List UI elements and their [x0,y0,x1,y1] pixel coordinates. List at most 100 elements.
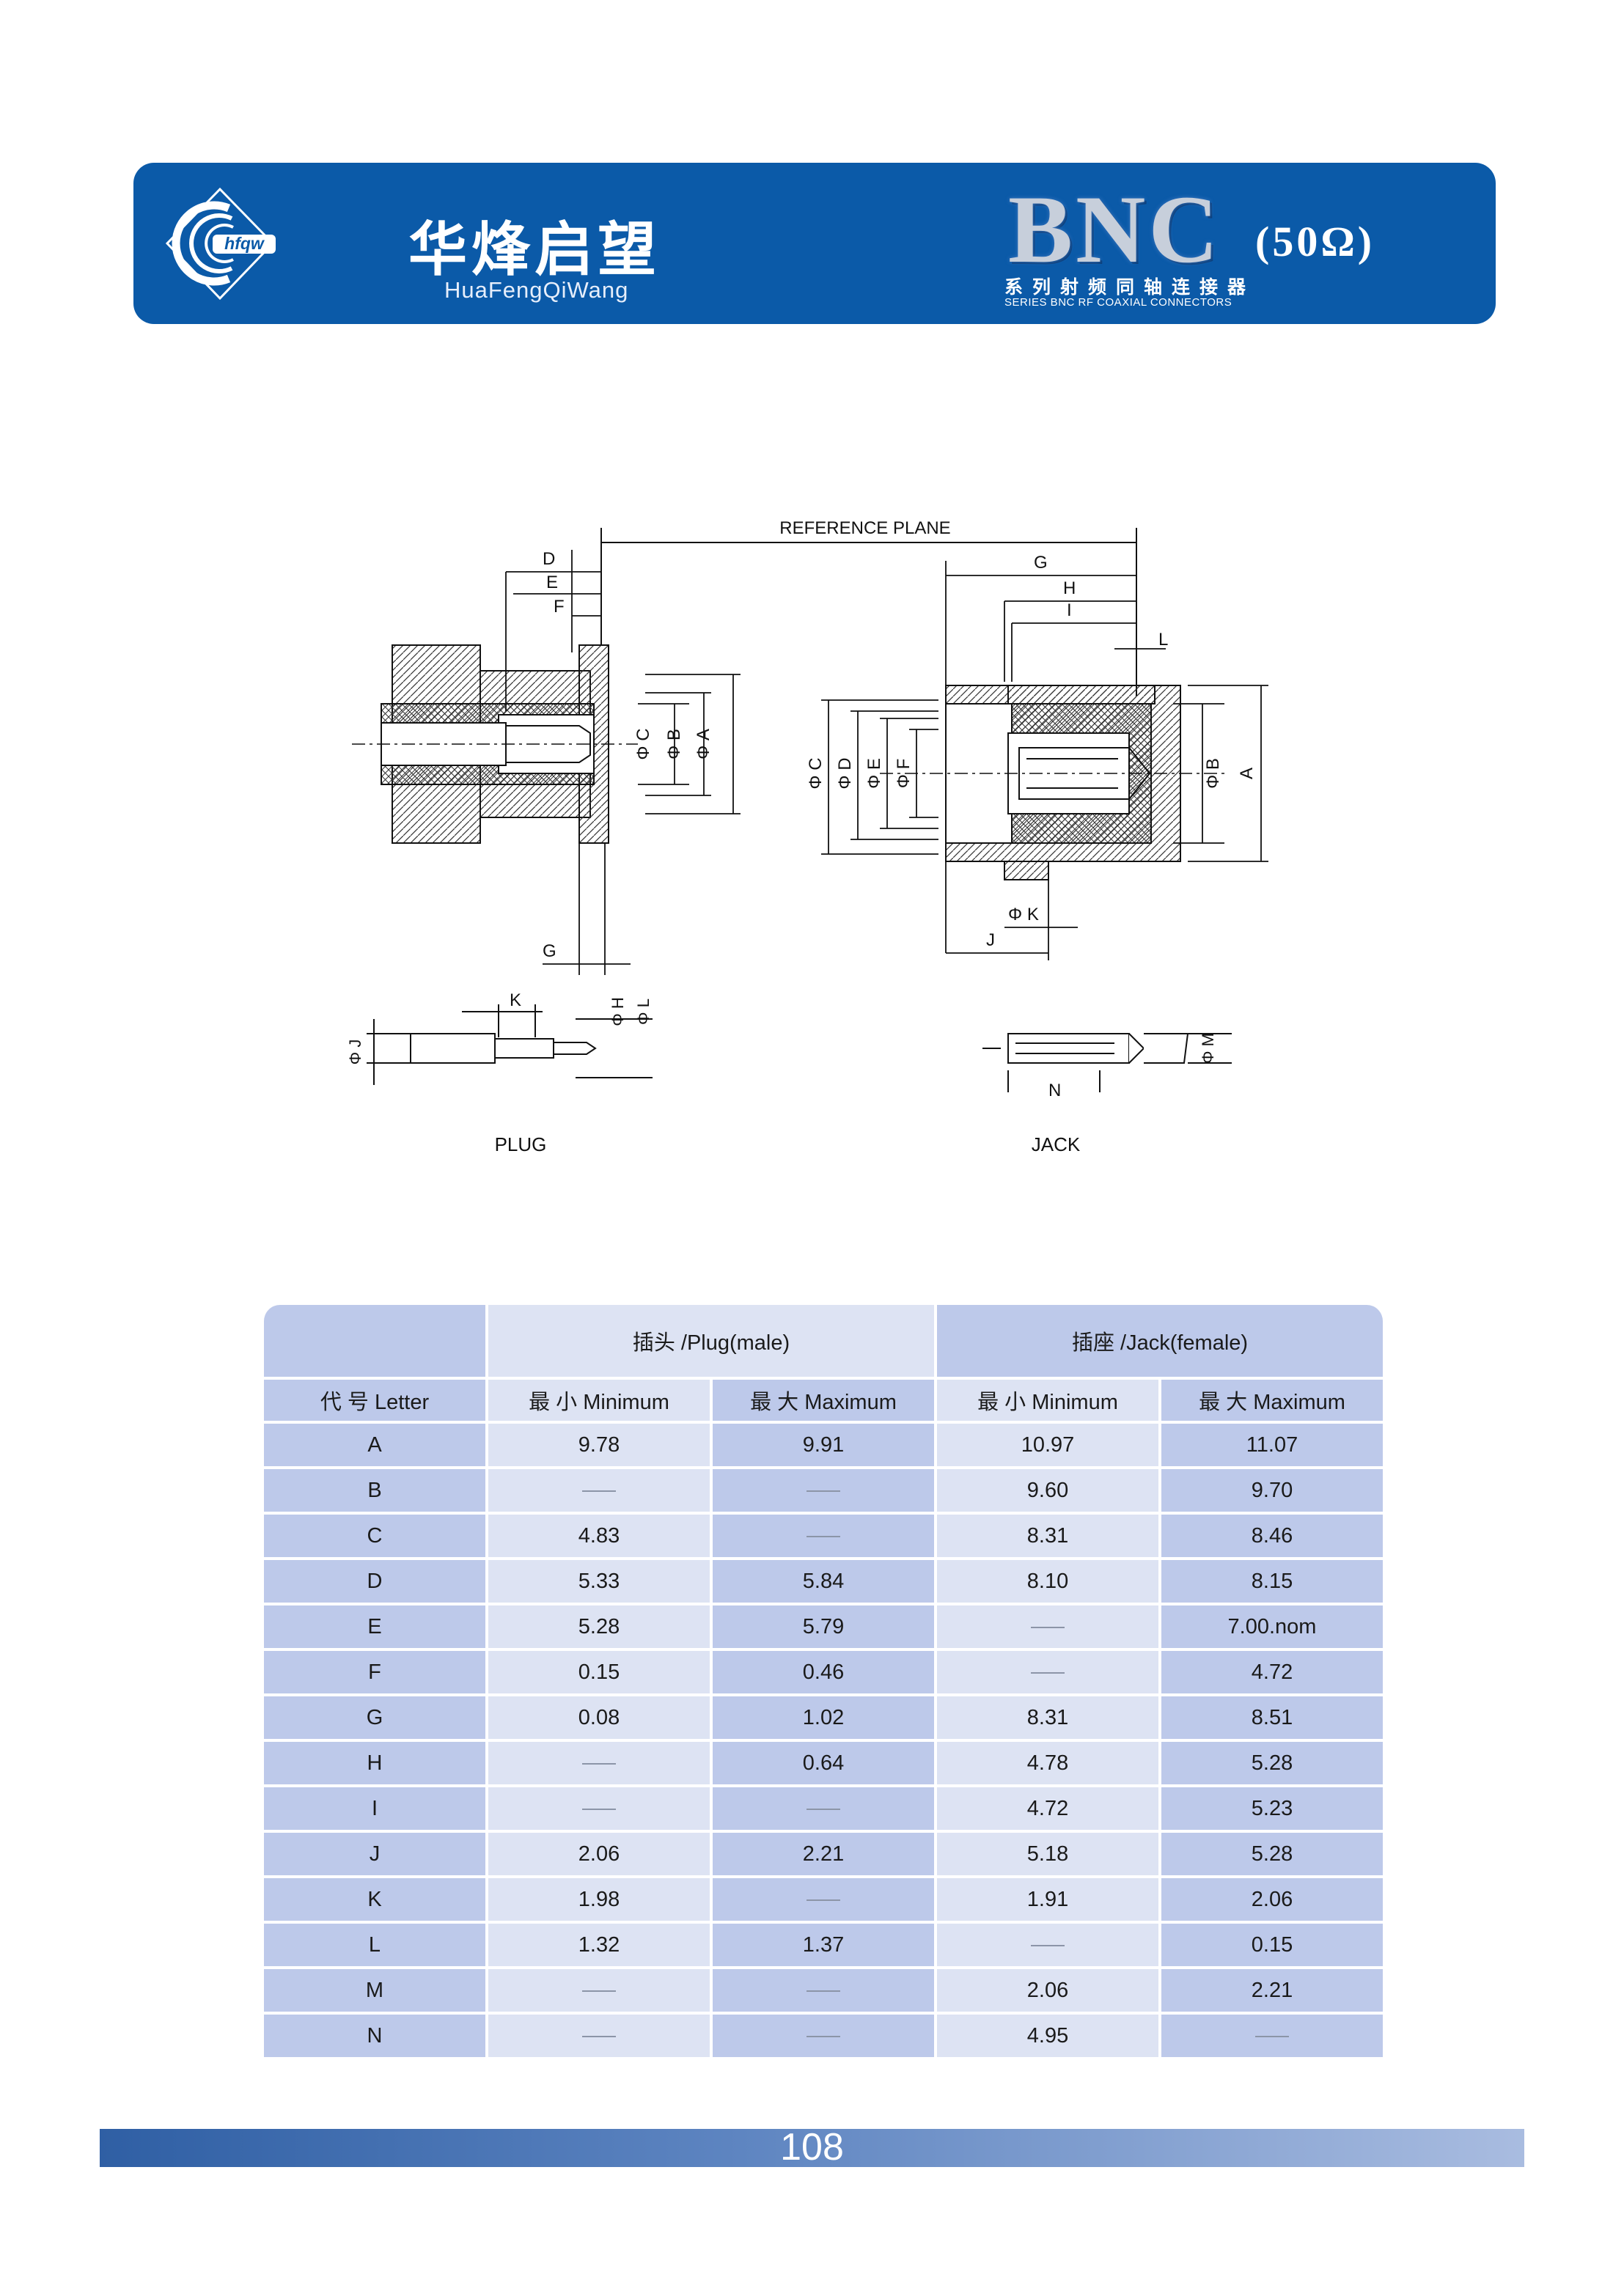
plug-pin-dim-phi-h: Φ H [609,997,627,1026]
plug-max-cell [713,1878,934,1921]
table-corner-cell [264,1305,485,1377]
jack-max-cell: 2.21 [1161,1969,1384,2012]
jack-max-cell: 5.23 [1161,1787,1384,1830]
plug-header: 插头 /Plug(male) [488,1305,934,1377]
plug-min-cell [488,1969,710,2012]
plug-min-cell [488,1787,710,1830]
letter-cell: C [264,1515,485,1557]
plug-max-cell: 2.21 [713,1833,934,1875]
jack-max-header: 最 大 Maximum [1161,1380,1384,1421]
jack-caption: JACK [1032,1133,1081,1155]
plug-caption: PLUG [495,1133,547,1155]
plug-dim-f: F [554,597,565,617]
jack-min-cell: 8.31 [937,1696,1158,1739]
letter-cell: K [264,1878,485,1921]
jack-max-cell [1161,2015,1384,2057]
plug-min-cell: 5.33 [488,1560,710,1603]
jack-max-cell: 7.00.nom [1161,1605,1384,1648]
plug-max-cell [713,1469,934,1512]
jack-min-cell [937,1924,1158,1966]
jack-dim-a: A [1237,768,1257,779]
empty-value-dash [582,1990,616,1992]
empty-value-dash [1031,1944,1065,1946]
jack-min-cell: 8.31 [937,1515,1158,1557]
footer-bar [100,2129,1524,2167]
table-subheader-row: 代 号 Letter 最 小 Minimum 最 大 Maximum 最 小 M… [264,1380,1384,1421]
jack-body [945,685,1181,880]
jack-min-header: 最 小 Minimum [937,1380,1158,1421]
jack-socket-dim-phi-m: Φ M [1199,1033,1217,1064]
empty-value-dash [582,1762,616,1765]
empty-value-dash [582,1808,616,1810]
plug-min-cell: 0.08 [488,1696,710,1739]
plug-max-cell [713,1787,934,1830]
plug-min-header: 最 小 Minimum [488,1380,710,1421]
plug-dim-g: G [543,941,556,961]
plug-min-cell [488,1469,710,1512]
empty-value-dash [582,1490,616,1492]
series-subtitle-en: SERIES BNC RF COAXIAL CONNECTORS [1004,296,1232,309]
plug-min-cell: 0.15 [488,1651,710,1693]
letter-cell: L [264,1924,485,1966]
empty-value-dash [582,2035,616,2037]
jack-dim-l: L [1158,630,1168,650]
plug-max-cell: 9.91 [713,1424,934,1466]
jack-dim-phi-e: Φ E [864,758,884,789]
plug-min-cell: 1.32 [488,1924,710,1966]
jack-min-cell: 4.72 [937,1787,1158,1830]
jack-dim-phi-f: Φ F [894,759,914,788]
series-subtitle-cn: 系列射频同轴连接器 [1004,277,1256,298]
jack-min-cell: 4.78 [937,1742,1158,1784]
jack-min-cell: 1.91 [937,1878,1158,1921]
series-title: BNC [1008,175,1221,283]
jack-dim-j: J [986,930,995,950]
plug-max-cell: 0.46 [713,1651,934,1693]
jack-dim-phi-d: Φ D [835,757,855,789]
jack-dim-phi-c: Φ C [806,757,826,789]
brand-name-en: HuaFengQiWang [444,277,629,303]
jack-dim-h: H [1063,578,1076,598]
letter-cell: H [264,1742,485,1784]
empty-value-dash [807,1899,840,1901]
jack-max-cell: 8.51 [1161,1696,1384,1739]
jack-min-cell: 8.10 [937,1560,1158,1603]
jack-socket-dim-n: N [1048,1081,1061,1100]
impedance-label: (50Ω) [1255,218,1375,265]
table-header-group-row: 插头 /Plug(male) 插座 /Jack(female) [264,1305,1384,1377]
jack-min-cell [937,1605,1158,1648]
logo-text: hfqw [224,234,265,253]
empty-value-dash [1031,1671,1065,1674]
jack-max-cell: 8.15 [1161,1560,1384,1603]
empty-value-dash [807,1808,840,1810]
letter-cell: G [264,1696,485,1739]
jack-min-cell: 9.60 [937,1469,1158,1512]
jack-min-cell: 10.97 [937,1424,1158,1466]
plug-min-cell [488,2015,710,2057]
header-banner [133,163,1496,324]
jack-dim-i: I [1067,600,1072,620]
jack-socket-detail [982,1033,1232,1092]
jack-max-cell: 4.72 [1161,1651,1384,1693]
brand-name-cn: 华烽启望 [408,216,661,284]
jack-dim-g: G [1034,553,1048,573]
plug-dim-phi-b: Φ B [664,729,684,759]
plug-max-header: 最 大 Maximum [713,1380,934,1421]
letter-cell: A [264,1424,485,1466]
jack-max-cell: 5.28 [1161,1833,1384,1875]
empty-value-dash [807,1490,840,1492]
letter-cell: M [264,1969,485,2012]
plug-pin-dim-phi-j: Φ J [346,1040,364,1065]
